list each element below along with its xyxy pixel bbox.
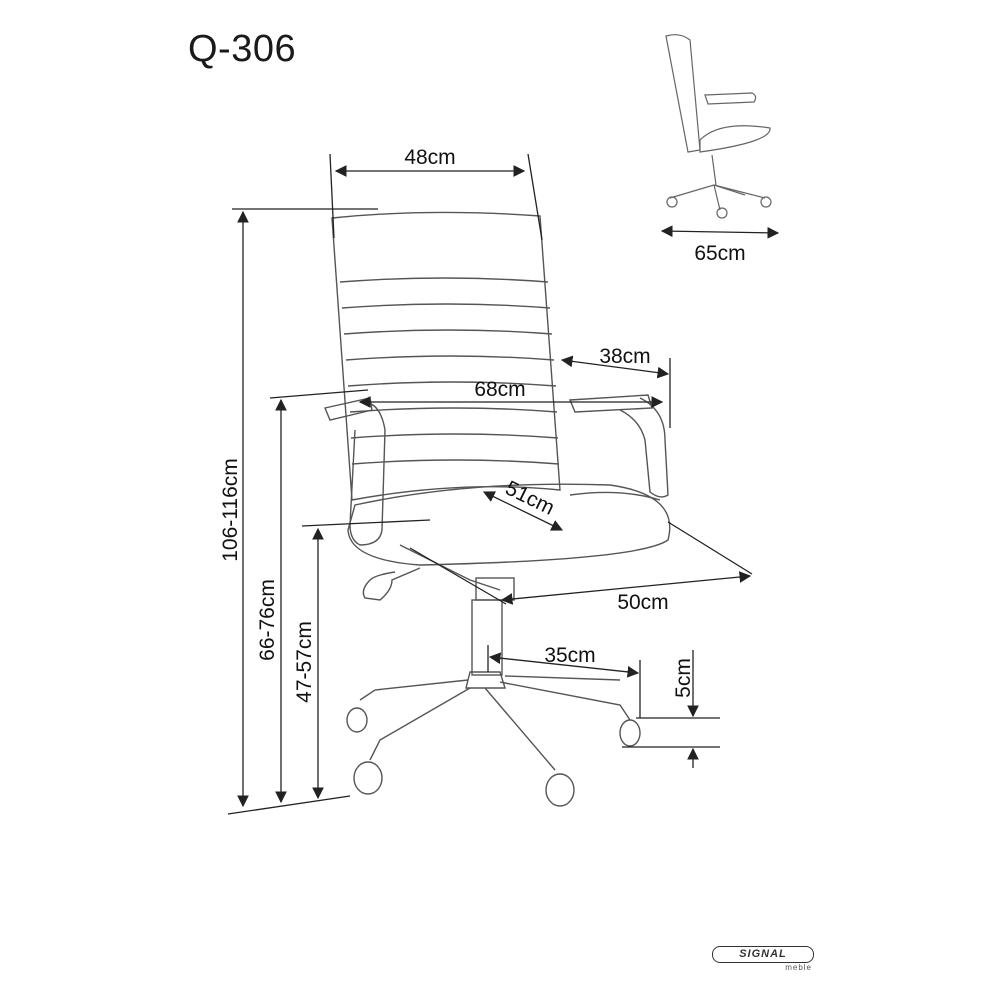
label-total-width: 68cm [474, 378, 525, 401]
dim-extension-seat-front [409, 547, 507, 605]
dim-arm-depth-line [560, 355, 670, 379]
dim-extension-seat-top [301, 519, 431, 527]
label-base-radius: 35cm [544, 644, 595, 667]
dim-extension-seat [667, 521, 753, 575]
label-arm-height: 66-76cm [256, 579, 279, 661]
dim-seat-depth-line [500, 571, 752, 605]
label-seat-height: 47-57cm [293, 621, 316, 703]
dim-extension-left [329, 153, 335, 239]
brand-logo: SIGNAL meble [712, 946, 814, 972]
dim-depth-line [660, 225, 780, 239]
dim-extension-floor [227, 795, 351, 815]
label-total-height: 106-116cm [219, 458, 242, 562]
side-view-sketch [665, 34, 772, 219]
logo-main-text: SIGNAL [739, 948, 787, 960]
product-title: Q-306 [188, 28, 297, 70]
dim-seat-width-line [482, 491, 564, 531]
dimension-labels: 48cm 65cm 38cm 68cm 51cm 50cm 106-116cm … [219, 146, 746, 703]
label-seat-width: 51cm [502, 477, 558, 520]
logo-frame [712, 946, 814, 963]
dim-base-radius-line [488, 652, 640, 678]
label-arm-depth: 38cm [599, 345, 650, 368]
chair-sketch [324, 211, 671, 807]
dim-extension-right [527, 153, 543, 241]
label-depth: 65cm [694, 242, 745, 265]
label-backrest-width: 48cm [404, 146, 455, 169]
dim-extension-arm-top [269, 389, 369, 399]
dimension-lines [227, 153, 780, 815]
label-seat-depth: 50cm [617, 591, 668, 614]
label-wheel-height: 5cm [672, 658, 695, 698]
logo-sub-text: meble [785, 963, 812, 972]
